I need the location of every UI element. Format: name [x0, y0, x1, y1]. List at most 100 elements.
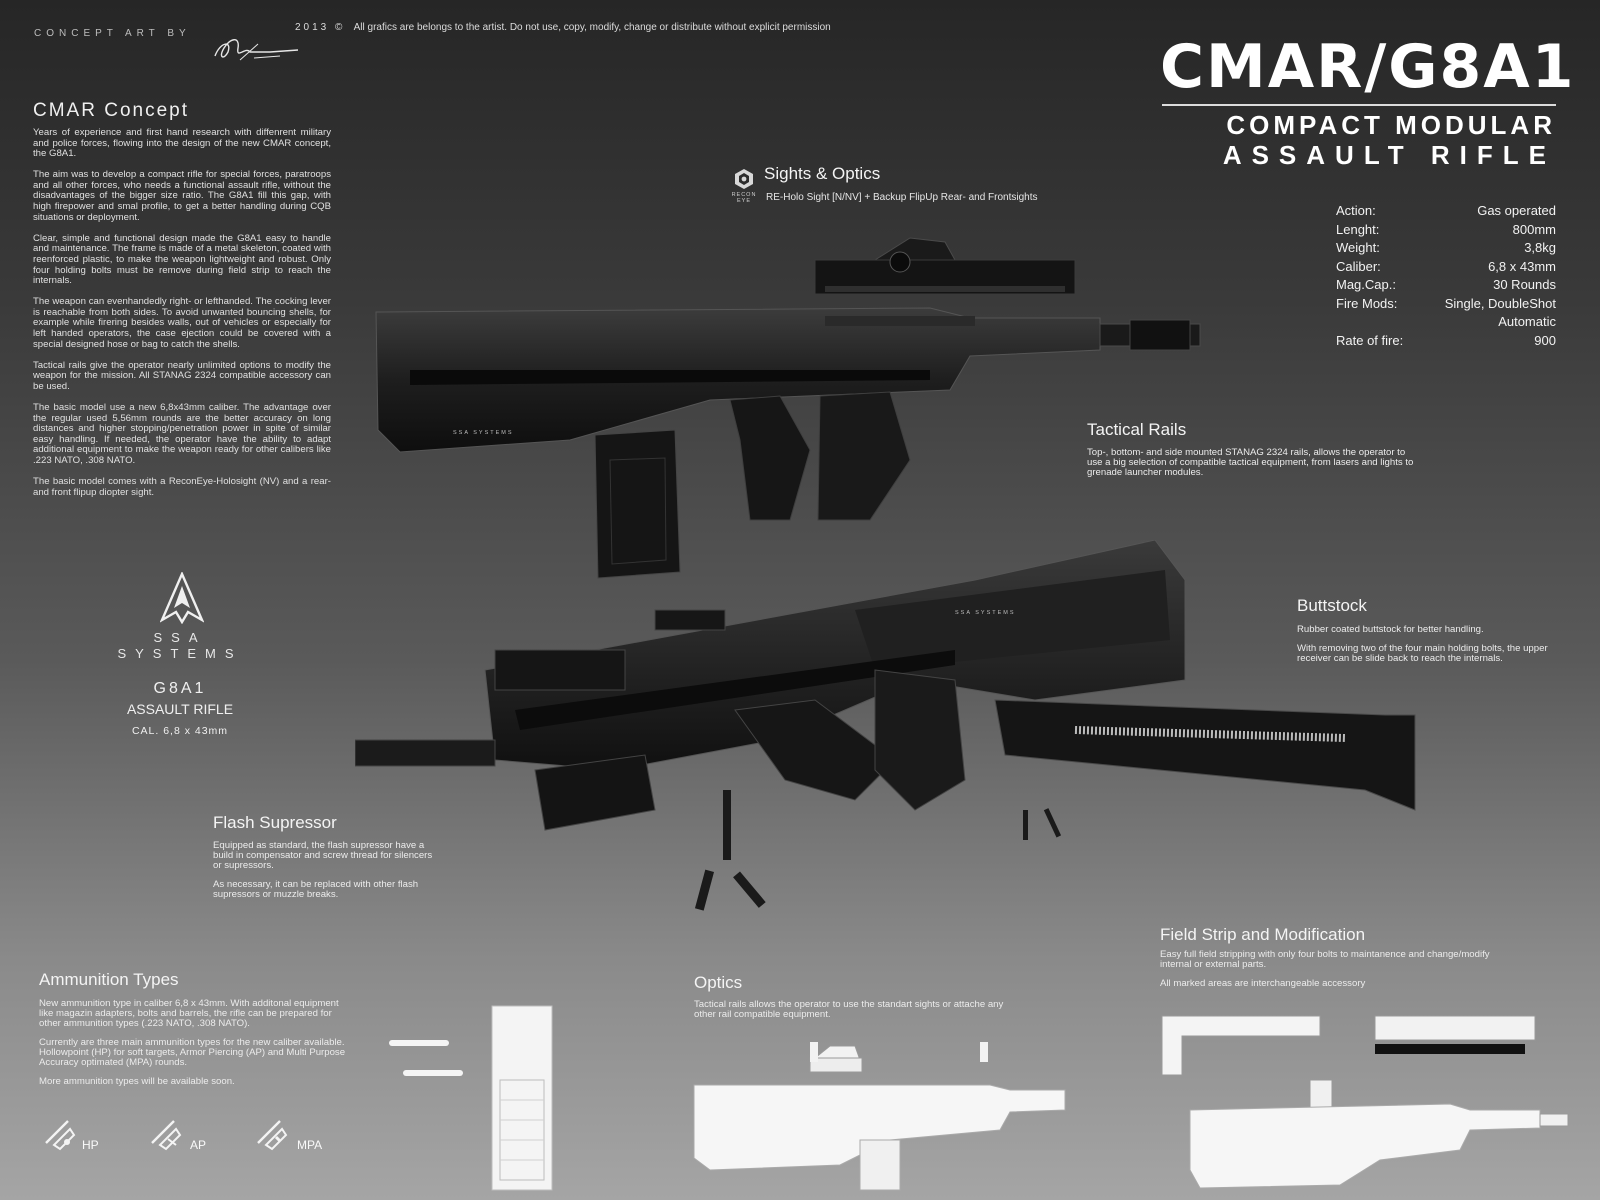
lower-receiver	[484, 540, 1186, 771]
subtitle-line-2: ASSAULT RIFLE	[1222, 140, 1556, 170]
spec-label: Action:	[1336, 203, 1376, 218]
fieldstrip-render	[1161, 1015, 1569, 1189]
buttstock-title: Buttstock	[1297, 596, 1367, 615]
lower-rifle-marking: SSA SYSTEMS	[955, 610, 1016, 616]
spec-label: Lenght:	[1336, 221, 1380, 237]
concept-paragraph: The basic model use a new 6,8x43mm calib…	[33, 401, 331, 466]
brand-name: SSA SYSTEMS	[117, 630, 243, 661]
spec-value: Gas operated	[1477, 203, 1556, 218]
concept-paragraph: Years of experience and first hand resea…	[33, 127, 331, 160]
ammo-text: New ammunition type in caliber 6,8 x 43m…	[39, 999, 349, 1096]
brand-bottom: EYE	[736, 198, 751, 204]
rifle-render-upper	[375, 237, 1201, 579]
spec-row: Automatic	[1336, 314, 1556, 333]
magazine-upper	[594, 429, 681, 579]
rails-title: Tactical Rails	[1087, 420, 1187, 439]
fieldstrip-title: Field Strip and Modification	[1160, 925, 1366, 944]
brand-top: RECON	[731, 192, 757, 198]
spec-value: 6,8 x 43mm	[1488, 258, 1556, 274]
flash-title: Flash Supressor	[213, 813, 337, 832]
concept-paragraph: Clear, simple and functional design made…	[33, 232, 331, 287]
sights-title: Sights & Optics	[764, 164, 881, 183]
ammo-paragraph: More ammunition types will be available …	[39, 1076, 235, 1087]
rifle-render-lower	[355, 540, 1416, 911]
ammo-paragraph: New ammunition type in caliber 6,8 x 43m…	[39, 998, 339, 1029]
spec-table: Action: Gas operated Lenght: 800mm Weight:…	[1336, 203, 1556, 351]
spec-row: Mag.Cap.: 30 Rounds	[1336, 277, 1556, 296]
mpa-label: MPA	[297, 1138, 323, 1152]
model-type: ASSAULT RIFLE	[126, 701, 234, 717]
removed-buttstock	[994, 699, 1416, 811]
model-caliber: CAL. 6,8 x 43mm	[131, 725, 229, 737]
ammo-title: Ammunition Types	[39, 970, 179, 989]
hp-round-icon	[45, 1120, 76, 1151]
spec-label: Caliber:	[1336, 258, 1381, 274]
concept-heading: CMAR Concept	[33, 100, 189, 121]
buttstock-paragraph: With removing two of the four main holdi…	[1297, 643, 1548, 664]
optics-title: Optics	[694, 973, 743, 992]
spec-row: Lenght: 800mm	[1336, 222, 1556, 241]
ammo-paragraph: Currently are three main ammunition type…	[39, 1037, 346, 1068]
spec-value: 800mm	[1512, 221, 1556, 237]
spec-value: Single, DoubleShot	[1444, 295, 1556, 311]
credit-label: CONCEPT ART BY	[34, 28, 191, 39]
reconeye-logo-icon	[735, 169, 753, 189]
spec-row: Rate of fire: 900	[1336, 333, 1556, 352]
optics-render	[693, 1042, 1066, 1191]
concept-paragraph: The weapon can evenhandedly right- or le…	[33, 296, 331, 350]
spec-value: Automatic	[1498, 314, 1556, 329]
ssa-systems-logo-icon	[160, 572, 204, 624]
concept-paragraph: The basic model comes with a ReconEye-Ho…	[33, 476, 331, 498]
spec-row: Weight: 3,8kg	[1336, 240, 1556, 259]
spec-label: Fire Mods:	[1336, 295, 1398, 311]
lower-grip	[734, 669, 966, 811]
lower-rail	[494, 609, 726, 691]
subtitle-line-1: COMPACT MODULAR	[1226, 110, 1556, 140]
magazine-render	[491, 1005, 553, 1191]
cartridges	[694, 790, 1062, 911]
optics-text: Tactical rails allows the operator to us…	[694, 999, 1004, 1020]
rails-text: Top-, bottom- and side mounted STANAG 23…	[1087, 447, 1414, 478]
upper-rifle-marking: SSA SYSTEMS	[453, 430, 514, 436]
reconeye-brand: RECON EYE	[727, 192, 761, 204]
lower-muzzle	[355, 739, 496, 767]
spec-value: 900	[1534, 332, 1556, 348]
buttstock-text: Rubber coated buttstock for better handl…	[1297, 625, 1552, 673]
flash-text: Equipped as standard, the flash supresso…	[213, 841, 435, 909]
copyright-text: All grafics are belongs to the artist. D…	[353, 22, 831, 33]
spec-value: 30 Rounds	[1493, 277, 1556, 292]
title-divider	[1162, 104, 1556, 106]
spec-row: Fire Mods: Single, DoubleShot	[1336, 296, 1556, 315]
artist-signature	[214, 39, 299, 61]
fieldstrip-text: Easy full field stripping with only four…	[1160, 950, 1500, 998]
holo-sight	[814, 237, 1076, 295]
spec-row: Action: Gas operated	[1336, 203, 1556, 222]
cartridge-renders	[389, 1040, 463, 1076]
ap-label: AP	[190, 1138, 207, 1152]
spec-row: Caliber: 6,8 x 43mm	[1336, 259, 1556, 278]
spec-label: Rate of fire:	[1336, 332, 1404, 348]
hp-label: HP	[82, 1138, 99, 1152]
fieldstrip-paragraph: All marked areas are interchangeable acc…	[1160, 978, 1366, 989]
copyright-notice: 2013 © All grafics are belongs to the ar…	[295, 22, 831, 33]
buttstock-paragraph: Rubber coated buttstock for better handl…	[1297, 624, 1484, 635]
grip-upper	[729, 391, 911, 521]
spec-label: Mag.Cap.:	[1336, 277, 1396, 292]
sights-text: RE-Holo Sight [N/NV] + Backup FlipUp Rea…	[766, 192, 1038, 203]
upper-receiver	[375, 307, 1101, 453]
fieldstrip-paragraph: Easy full field stripping with only four…	[1160, 949, 1490, 970]
mpa-round-icon	[257, 1120, 288, 1151]
spec-value: 3,8kg	[1524, 240, 1556, 255]
flash-paragraph: As necessary, it can be replaced with ot…	[213, 879, 419, 900]
concept-text: Years of experience and first hand resea…	[33, 127, 331, 509]
main-title: CMAR/G8A1	[1160, 32, 1576, 102]
spec-label: Weight:	[1336, 240, 1380, 255]
copyright-year: 2013 ©	[295, 22, 346, 33]
loose-magazine	[534, 754, 656, 831]
model-name: G8A1	[153, 680, 207, 697]
flash-paragraph: Equipped as standard, the flash supresso…	[213, 840, 433, 871]
muzzle-device	[1099, 319, 1201, 351]
concept-paragraph: Tactical rails give the operator nearly …	[33, 359, 331, 392]
concept-paragraph: The aim was to develop a compact rifle f…	[33, 169, 331, 223]
ap-round-icon	[151, 1120, 182, 1151]
